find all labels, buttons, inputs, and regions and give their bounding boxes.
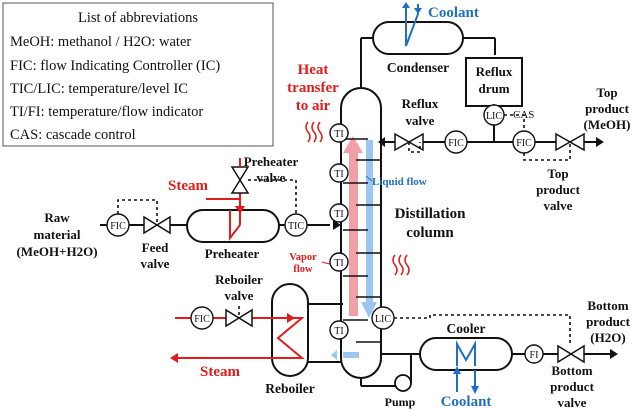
preheater-valve-label-2: valve bbox=[257, 170, 286, 185]
pump-label: Pump bbox=[385, 395, 416, 409]
raw-material-label-3: (MeOH+H2O) bbox=[16, 244, 97, 259]
top-product-label-2: product bbox=[585, 101, 629, 116]
svg-text:TIC: TIC bbox=[288, 221, 304, 232]
fi-bottom bbox=[524, 344, 544, 364]
tic-preheater bbox=[284, 213, 308, 237]
svg-text:TI: TI bbox=[334, 326, 343, 337]
top-valve-label-1: Top bbox=[547, 166, 568, 181]
fic-reboiler bbox=[190, 306, 214, 330]
heat-transfer-1: Heat bbox=[298, 62, 329, 78]
column-label-1: Distillation bbox=[395, 206, 466, 222]
steam-bottom-label: Steam bbox=[200, 364, 240, 380]
preheater-valve bbox=[230, 166, 250, 194]
distillation-column bbox=[331, 87, 382, 379]
coolant-bottom-label: Coolant bbox=[441, 394, 492, 409]
reboiler bbox=[271, 283, 343, 377]
svg-text:FIC: FIC bbox=[516, 138, 532, 149]
reboiler-label: Reboiler bbox=[265, 381, 315, 396]
condenser bbox=[360, 2, 496, 88]
bottom-valve-label-1: Bottom bbox=[551, 363, 592, 378]
svg-text:TI: TI bbox=[334, 129, 343, 140]
reflux-drum bbox=[465, 57, 523, 142]
top-product-label-1: Top bbox=[596, 85, 617, 100]
reflux-drum-label-2: drum bbox=[478, 81, 509, 96]
heat-transfer-2: transfer bbox=[287, 80, 339, 96]
feed-valve-label-2: valve bbox=[141, 256, 170, 271]
top-product-label-3: (MeOH) bbox=[584, 117, 631, 132]
svg-text:TI: TI bbox=[334, 209, 343, 220]
legend-line-4: TI/FI: temperature/flow indicator bbox=[10, 104, 203, 120]
top-valve-label-3: valve bbox=[544, 198, 573, 213]
svg-text:FIC: FIC bbox=[194, 314, 210, 325]
coolant-top-label: Coolant bbox=[428, 5, 479, 21]
cooler bbox=[419, 337, 513, 394]
svg-text:FIC: FIC bbox=[448, 138, 464, 149]
svg-text:LIC: LIC bbox=[375, 314, 391, 325]
reflux-drum-label-1: Reflux bbox=[476, 64, 513, 79]
top-product-valve bbox=[555, 132, 585, 152]
legend-title: List of abbreviations bbox=[78, 10, 198, 26]
svg-text:FI: FI bbox=[530, 350, 539, 361]
preheater-label: Preheater bbox=[205, 246, 260, 261]
reboiler-valve bbox=[225, 308, 253, 328]
svg-text:TI: TI bbox=[334, 258, 343, 269]
column-label-2: column bbox=[406, 225, 454, 241]
feed-valve bbox=[143, 215, 171, 235]
heat-wave-icon bbox=[305, 121, 410, 276]
vapor-flow-label-2: flow bbox=[293, 264, 313, 275]
legend-line-2: FIC: flow Indicating Controller (IC) bbox=[10, 58, 220, 74]
reflux-valve-label-2: valve bbox=[406, 113, 435, 128]
condenser-label: Condenser bbox=[387, 60, 449, 75]
top-valve-label-2: product bbox=[536, 182, 580, 197]
legend-line-1: MeOH: methanol / H2O: water bbox=[10, 34, 191, 50]
fic-reflux bbox=[444, 130, 468, 154]
reflux-valve-label-1: Reflux bbox=[402, 96, 439, 111]
bottom-product-valve bbox=[557, 344, 585, 364]
bottom-valve-label-2: product bbox=[550, 379, 594, 394]
preheater bbox=[186, 190, 280, 243]
bottom-product-label-3: (H2O) bbox=[590, 330, 625, 345]
svg-text:TI: TI bbox=[334, 169, 343, 180]
heat-transfer-3: to air bbox=[296, 98, 331, 114]
liquid-flow-label: Liquid flow bbox=[372, 176, 427, 188]
reboiler-valve-label-1: Reboiler bbox=[215, 272, 263, 287]
legend-line-3: TIC/LIC: temperature/level IC bbox=[10, 81, 188, 97]
cooler-label: Cooler bbox=[447, 321, 486, 336]
raw-material-label-1: Raw bbox=[44, 210, 70, 225]
steam-top-label: Steam bbox=[168, 178, 208, 194]
svg-text:LIC: LIC bbox=[486, 111, 502, 122]
preheater-valve-label-1: Preheater bbox=[244, 154, 299, 169]
ti-instruments: TI TI TI TI TI bbox=[329, 123, 349, 340]
feed-valve-label-1: Feed bbox=[142, 240, 169, 255]
reboiler-valve-label-2: valve bbox=[225, 288, 254, 303]
svg-text:FIC: FIC bbox=[110, 221, 126, 232]
bottom-valve-label-3: valve bbox=[558, 395, 587, 409]
pump-icon bbox=[394, 374, 412, 392]
vapor-flow-label-1: Vapor bbox=[289, 252, 317, 263]
raw-material-label-2: material bbox=[34, 227, 81, 242]
abbreviation-legend: List of abbreviations MeOH: methanol / H… bbox=[2, 2, 274, 147]
legend-line-5: CAS: cascade control bbox=[10, 127, 136, 143]
bottom-product-label-2: product bbox=[586, 314, 630, 329]
bottom-product-label-1: Bottom bbox=[587, 298, 628, 313]
